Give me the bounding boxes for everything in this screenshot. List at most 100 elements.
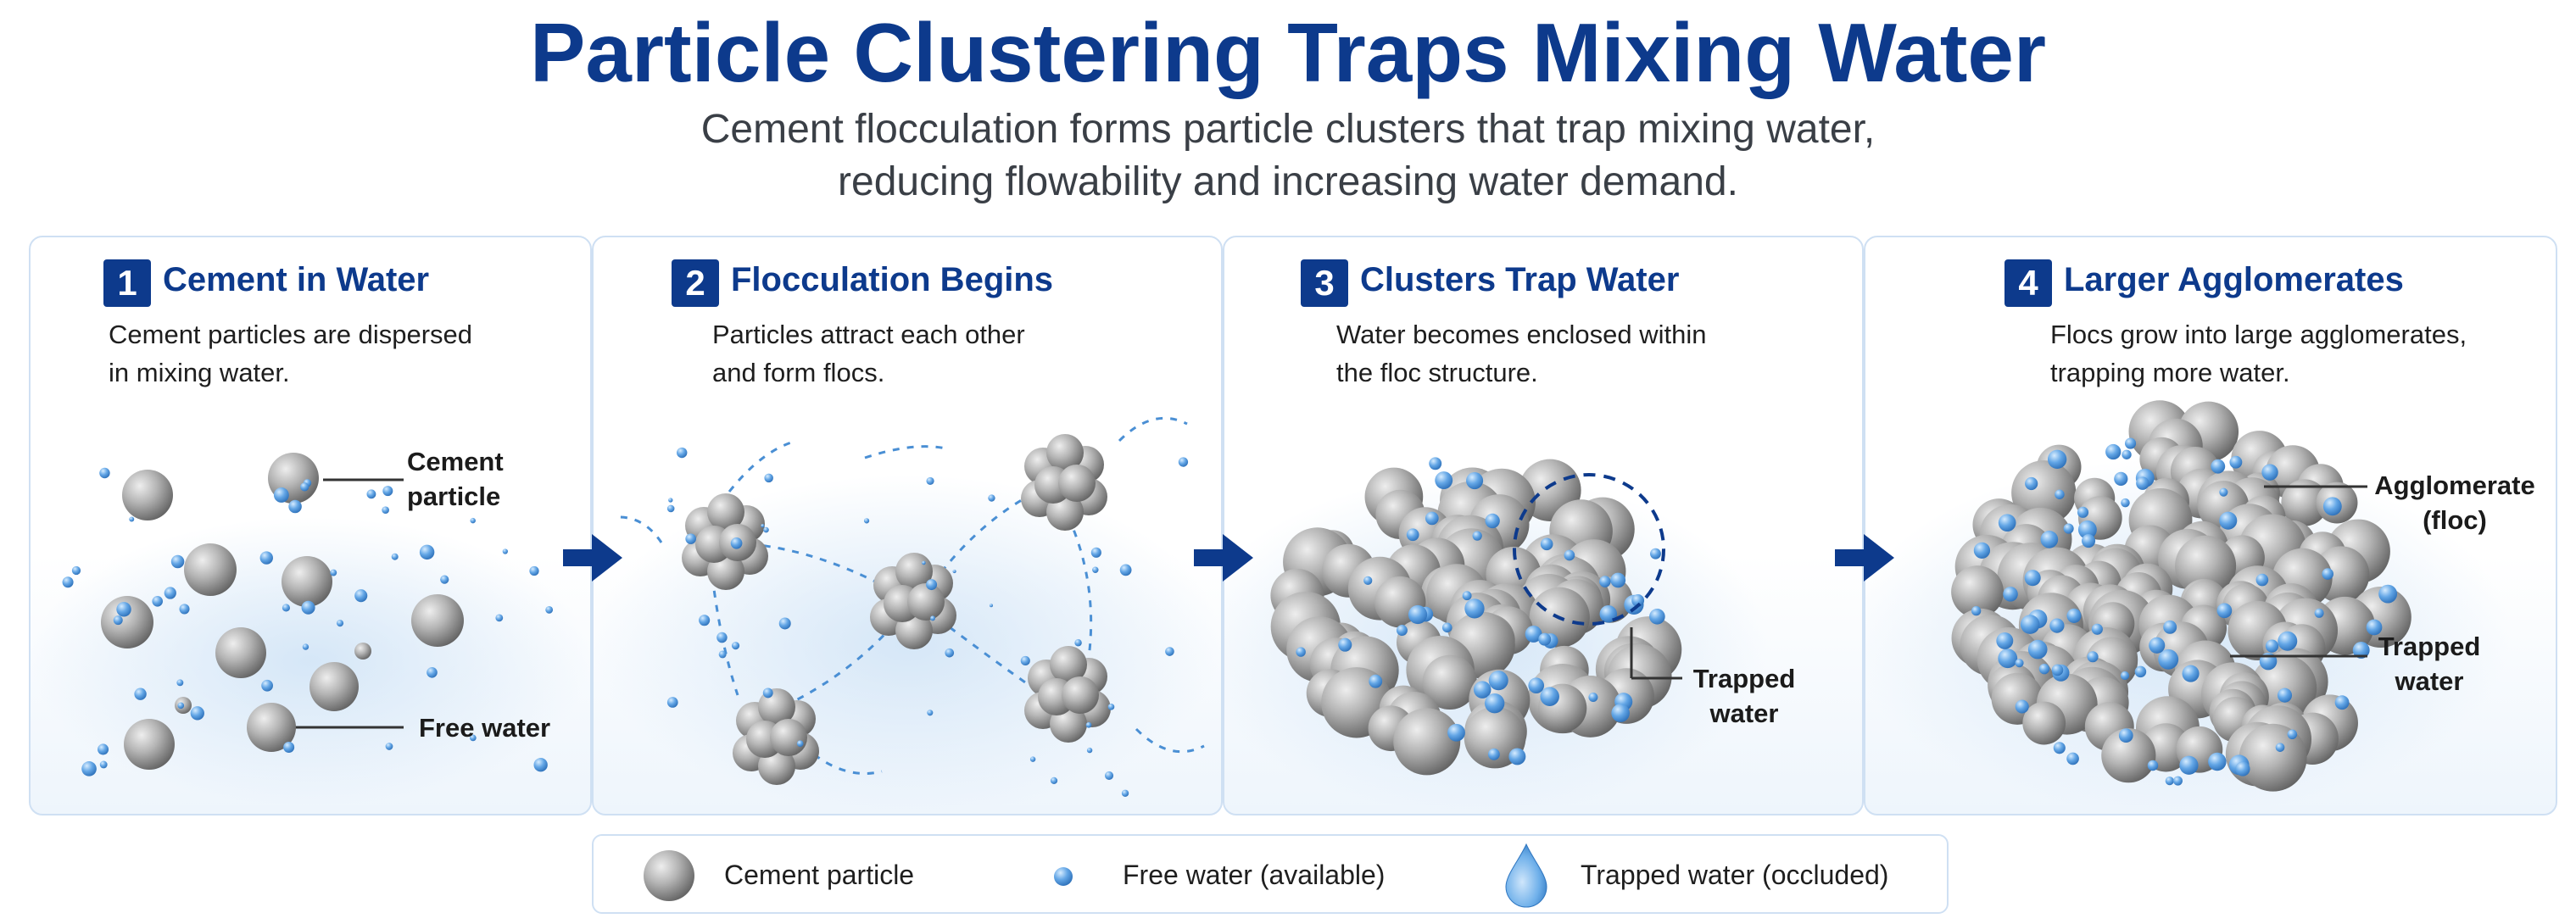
cement-particles bbox=[101, 453, 464, 770]
free-water-droplet bbox=[301, 600, 315, 615]
desc-line-2: the floc structure. bbox=[1336, 358, 1538, 387]
free-water-droplet bbox=[731, 642, 740, 650]
legend-trapped-water-label: Trapped water (occluded) bbox=[1581, 860, 1889, 890]
trapped-water-highlight-ring bbox=[1513, 473, 1665, 626]
floc-particle bbox=[1046, 434, 1084, 471]
free-water-droplet bbox=[1104, 771, 1114, 780]
subtitle-line-2: reducing flowability and increasing wate… bbox=[838, 159, 1738, 204]
trapped-water-droplet bbox=[1973, 542, 1991, 559]
trapped-water-droplet bbox=[2118, 728, 2133, 743]
free-water-droplets bbox=[62, 467, 554, 776]
free-water-droplet bbox=[685, 533, 696, 544]
trapped-water-droplet bbox=[2051, 664, 2064, 676]
free-water-droplet bbox=[366, 489, 376, 499]
free-water-droplet bbox=[545, 605, 554, 614]
panel-flocculation-begins: 2 Flocculation Begins Particles attract … bbox=[592, 236, 1223, 815]
free-water-droplet bbox=[134, 687, 147, 700]
arrow-right-icon bbox=[563, 534, 622, 582]
floc-particle bbox=[707, 493, 744, 531]
free-water-droplet bbox=[116, 602, 131, 617]
trapped-water-droplet bbox=[2322, 568, 2333, 580]
free-water-droplet bbox=[273, 487, 289, 503]
trapped-water-droplets bbox=[1296, 457, 1665, 765]
panel-title: Larger Agglomerates bbox=[2064, 261, 2404, 298]
trapped-water-droplet bbox=[2219, 511, 2238, 530]
cement-particle bbox=[354, 643, 371, 660]
callout-line-2: particle bbox=[407, 481, 501, 511]
free-water-droplet bbox=[529, 565, 539, 576]
trapped-water-droplet bbox=[2038, 663, 2050, 675]
free-water-droplet bbox=[382, 506, 389, 515]
panel-description: Particles attract each other and form fl… bbox=[712, 315, 1187, 392]
trapped-water-droplet bbox=[2105, 443, 2122, 460]
free-water-droplet bbox=[288, 499, 302, 514]
desc-line-2: and form flocs. bbox=[712, 358, 885, 387]
trapped-water-droplet bbox=[2179, 755, 2199, 775]
trapped-water-droplet bbox=[1296, 647, 1306, 657]
trapped-water-droplet bbox=[1441, 622, 1452, 633]
free-water-droplet bbox=[419, 544, 435, 560]
free-water-droplet bbox=[761, 524, 765, 528]
free-water-droplet bbox=[778, 617, 791, 630]
free-water-droplet bbox=[952, 569, 956, 574]
trapped-water-droplet bbox=[2087, 651, 2099, 663]
trapped-water-droplet bbox=[1540, 537, 1553, 551]
free-water-droplet bbox=[989, 604, 993, 608]
free-water-droplet bbox=[730, 537, 743, 549]
free-water-droplet bbox=[469, 734, 477, 742]
cluster-particle bbox=[1422, 654, 1477, 710]
trapped-water-droplet bbox=[1599, 576, 1611, 587]
free-water-droplet bbox=[330, 569, 337, 576]
legend: Cement particle Free water (available) T… bbox=[592, 834, 1949, 914]
callout-free-water: Free water bbox=[419, 710, 550, 745]
trapped-water-droplet bbox=[2265, 639, 2279, 653]
free-water-droplet bbox=[1085, 721, 1092, 728]
callout-line-2: (floc) bbox=[2423, 505, 2487, 535]
trapped-water-droplet bbox=[1484, 693, 1505, 714]
trapped-water-droplet bbox=[2229, 455, 2243, 469]
trapped-water-droplet bbox=[2027, 639, 2048, 660]
callout-line-1: Trapped bbox=[1692, 664, 1796, 693]
trapped-water-droplet bbox=[2091, 623, 2103, 635]
step-number: 2 bbox=[672, 259, 719, 307]
agglomerate-particle bbox=[2011, 460, 2077, 526]
free-water-droplet bbox=[716, 632, 728, 643]
free-water-droplet bbox=[930, 615, 935, 621]
trapped-water-droplet bbox=[2020, 615, 2040, 634]
legend-free-water-label: Free water (available) bbox=[1123, 860, 1386, 890]
callout-line-1: Free water bbox=[419, 713, 551, 743]
trapped-water-droplet bbox=[1406, 528, 1419, 542]
desc-line-1: Water becomes enclosed within bbox=[1336, 320, 1707, 349]
trapped-water-droplet bbox=[2134, 665, 2147, 678]
desc-line-1: Cement particles are dispersed bbox=[109, 320, 473, 349]
free-water-droplet bbox=[336, 620, 344, 627]
free-water-droplet bbox=[385, 743, 393, 750]
free-water-droplet bbox=[699, 615, 711, 626]
panel-description: Cement particles are dispersed in mixing… bbox=[109, 315, 583, 392]
trapped-water-droplet bbox=[2261, 464, 2278, 481]
trapped-water-droplet bbox=[2163, 620, 2177, 634]
free-water-droplet bbox=[261, 679, 273, 692]
panel-clusters-trap-water: 3 Clusters Trap Water Water becomes encl… bbox=[1223, 236, 1864, 815]
panel-description: Water becomes enclosed within the floc s… bbox=[1336, 315, 1811, 392]
free-water-droplet bbox=[99, 760, 108, 769]
panel-title: Clusters Trap Water bbox=[1360, 261, 1680, 298]
free-water-droplet bbox=[152, 596, 164, 607]
trapped-water-droplet bbox=[2322, 497, 2342, 516]
callout-cement-particle: Cement particle bbox=[407, 444, 504, 514]
trapped-water-droplet bbox=[2053, 742, 2066, 754]
trapped-water-droplet bbox=[1998, 648, 2018, 669]
trapped-water-droplet bbox=[1485, 513, 1500, 529]
trapped-water-droplet bbox=[2049, 618, 2065, 633]
free-water-droplet bbox=[764, 473, 773, 483]
floc-particle bbox=[907, 583, 945, 621]
free-water-droplet bbox=[190, 706, 204, 721]
callout-line-1: Cement bbox=[407, 447, 504, 476]
trapped-water-droplet bbox=[1473, 681, 1492, 699]
panel-larger-agglomerates: 4 Larger Agglomerates Flocs grow into la… bbox=[1864, 236, 2557, 815]
trapped-water-droplet bbox=[2121, 498, 2130, 508]
trapped-water-droplet bbox=[2015, 659, 2024, 668]
cement-particle bbox=[282, 556, 332, 607]
free-water-droplet bbox=[62, 576, 74, 588]
